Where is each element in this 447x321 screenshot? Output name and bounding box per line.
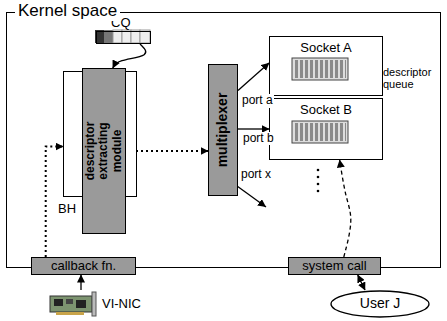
connector [238, 128, 269, 129]
queue-cells [95, 30, 150, 43]
connector [80, 275, 81, 290]
module-box: descriptor extracting module [82, 68, 126, 234]
connector [340, 160, 351, 257]
nic-device: VI-NIC [48, 290, 158, 318]
region-title: Kernel space [15, 2, 120, 21]
port-label: port a [241, 94, 274, 107]
completion-queue: CQ [96, 31, 151, 44]
module-label: descriptor extracting module [83, 71, 125, 231]
interface-bar: system call [288, 257, 381, 275]
port-label: port b [242, 132, 275, 145]
socket-box: Socket B [269, 98, 383, 160]
interface-bar: callback fn. [31, 257, 136, 275]
connector [238, 63, 269, 90]
connector [358, 275, 365, 290]
multiplexer-box: multiplexer [208, 64, 238, 196]
bar-label: system call [289, 259, 380, 273]
region-box: CQdescriptor extracting moduleBHmultiple… [6, 12, 441, 268]
box-label: BH [58, 202, 76, 216]
device-label: VI-NIC [102, 297, 141, 311]
bottom-half-box: descriptor extracting moduleBH [63, 71, 137, 197]
socket-label: Socket A [270, 41, 382, 55]
queue-note: descriptor queue [382, 66, 438, 90]
bar-label: callback fn. [32, 259, 135, 273]
socket-label: Socket B [270, 103, 382, 117]
ellipsis-dots [317, 169, 320, 193]
user-ellipse: User J [330, 290, 430, 318]
connector [113, 44, 146, 68]
user-label: User J [330, 296, 430, 311]
module-label: multiplexer [209, 67, 237, 193]
nic-card [50, 292, 96, 316]
port-arrow [237, 186, 266, 207]
port-label: port x [240, 168, 272, 181]
connector [126, 150, 208, 152]
socket-box: Socket A [269, 36, 383, 96]
descriptor-queue [292, 58, 348, 143]
